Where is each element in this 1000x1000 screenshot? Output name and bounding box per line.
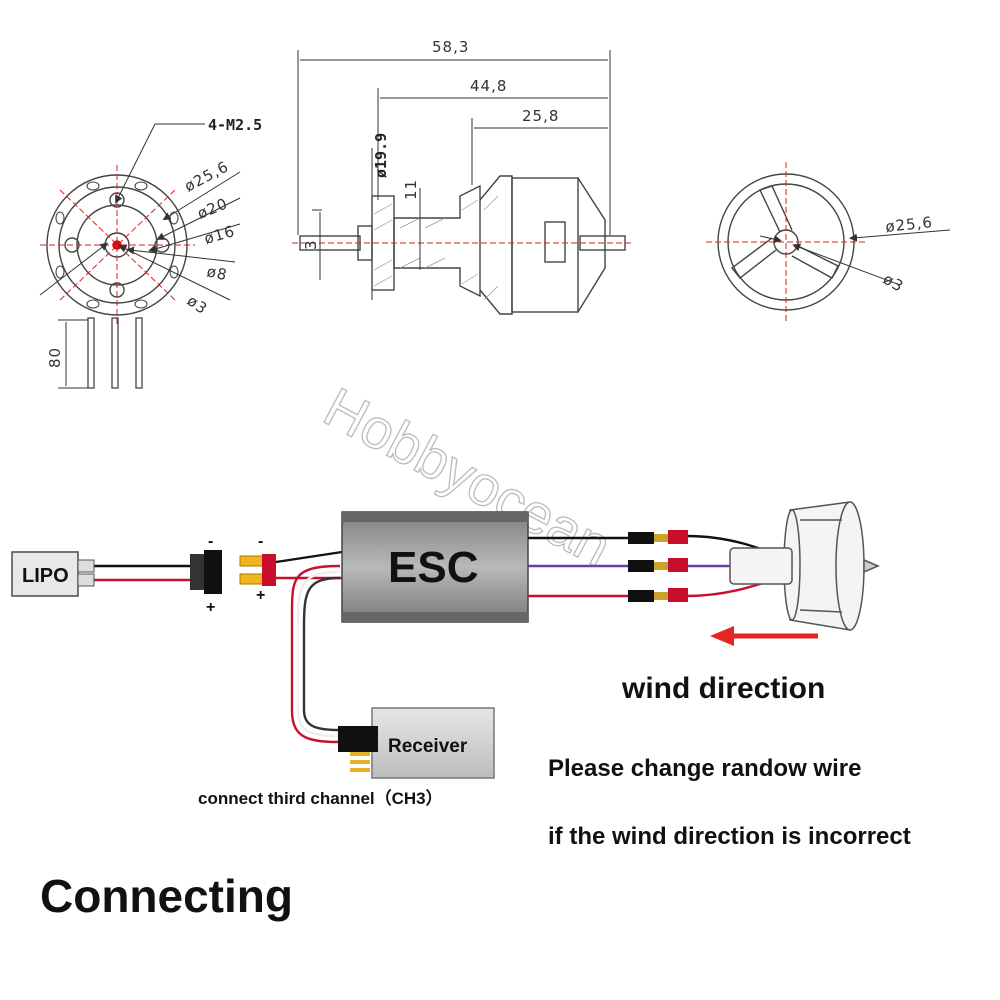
section-title: Connecting bbox=[40, 870, 293, 922]
lead-length-label: 80 bbox=[46, 347, 64, 368]
vent-slots bbox=[55, 181, 179, 309]
front-view-drawing bbox=[39, 123, 241, 389]
body-length-label: 44,8 bbox=[470, 77, 507, 95]
rotor-bell bbox=[511, 177, 579, 313]
lead-dimension bbox=[58, 319, 88, 389]
leader-lines bbox=[39, 123, 241, 301]
rear-center-lines bbox=[706, 162, 866, 322]
side-view-drawing bbox=[292, 50, 632, 315]
rear-view-drawing bbox=[706, 162, 951, 322]
dia-boss-label: ø8 bbox=[205, 262, 229, 284]
lipo-label: LIPO bbox=[22, 565, 69, 587]
dia-bolt-circle-label: ø20 bbox=[195, 194, 231, 222]
hub-dim-label: 11 bbox=[402, 179, 420, 200]
receiver-channel-note: connect third channel（CH3） bbox=[198, 788, 443, 808]
instruction-line-1: Please change randow wire bbox=[548, 755, 861, 782]
dia-outer-label: ø25,6 bbox=[181, 157, 231, 195]
rotor-length-label: 25,8 bbox=[522, 107, 559, 125]
rear-leaders bbox=[759, 229, 951, 286]
center-lines bbox=[40, 165, 195, 325]
section-hatching bbox=[373, 195, 499, 301]
esc-connector bbox=[239, 554, 276, 586]
screw-callout-label: 4-M2.5 bbox=[208, 116, 262, 134]
shaft-dim-label: 3 bbox=[302, 239, 320, 250]
esc-unit bbox=[341, 511, 529, 623]
bullet-connectors bbox=[628, 530, 688, 602]
rear-shaft-diameter-label: ø3 bbox=[880, 270, 907, 296]
esc-plus-sign: + bbox=[256, 587, 265, 604]
battery-connector bbox=[190, 550, 222, 594]
receiver-unit bbox=[338, 707, 495, 779]
mount-diameter-label: ø19.9 bbox=[372, 133, 390, 178]
overall-length-label: 58,3 bbox=[432, 38, 469, 56]
battery-plus-sign: + bbox=[206, 599, 215, 616]
instruction-line-2: if the wind direction is incorrect bbox=[548, 823, 911, 850]
shaft-dimension bbox=[312, 209, 322, 280]
battery-minus-sign: - bbox=[208, 533, 213, 550]
receiver-label: Receiver bbox=[388, 736, 468, 757]
wind-direction-label: wind direction bbox=[621, 672, 825, 705]
lipo-battery bbox=[11, 551, 95, 597]
motor-leads bbox=[87, 317, 143, 389]
esc-minus-sign: - bbox=[258, 533, 263, 550]
receiver-lead bbox=[290, 564, 341, 744]
wind-direction-arrow bbox=[710, 626, 818, 646]
rear-outer-diameter-label: ø25,6 bbox=[885, 213, 934, 236]
dia-inner-label: ø16 bbox=[202, 222, 237, 248]
rear-spokes bbox=[731, 185, 839, 279]
dia-shaft-label: ø3 bbox=[184, 292, 211, 319]
edf-fan-unit bbox=[729, 501, 880, 631]
esc-label: ESC bbox=[388, 543, 478, 592]
